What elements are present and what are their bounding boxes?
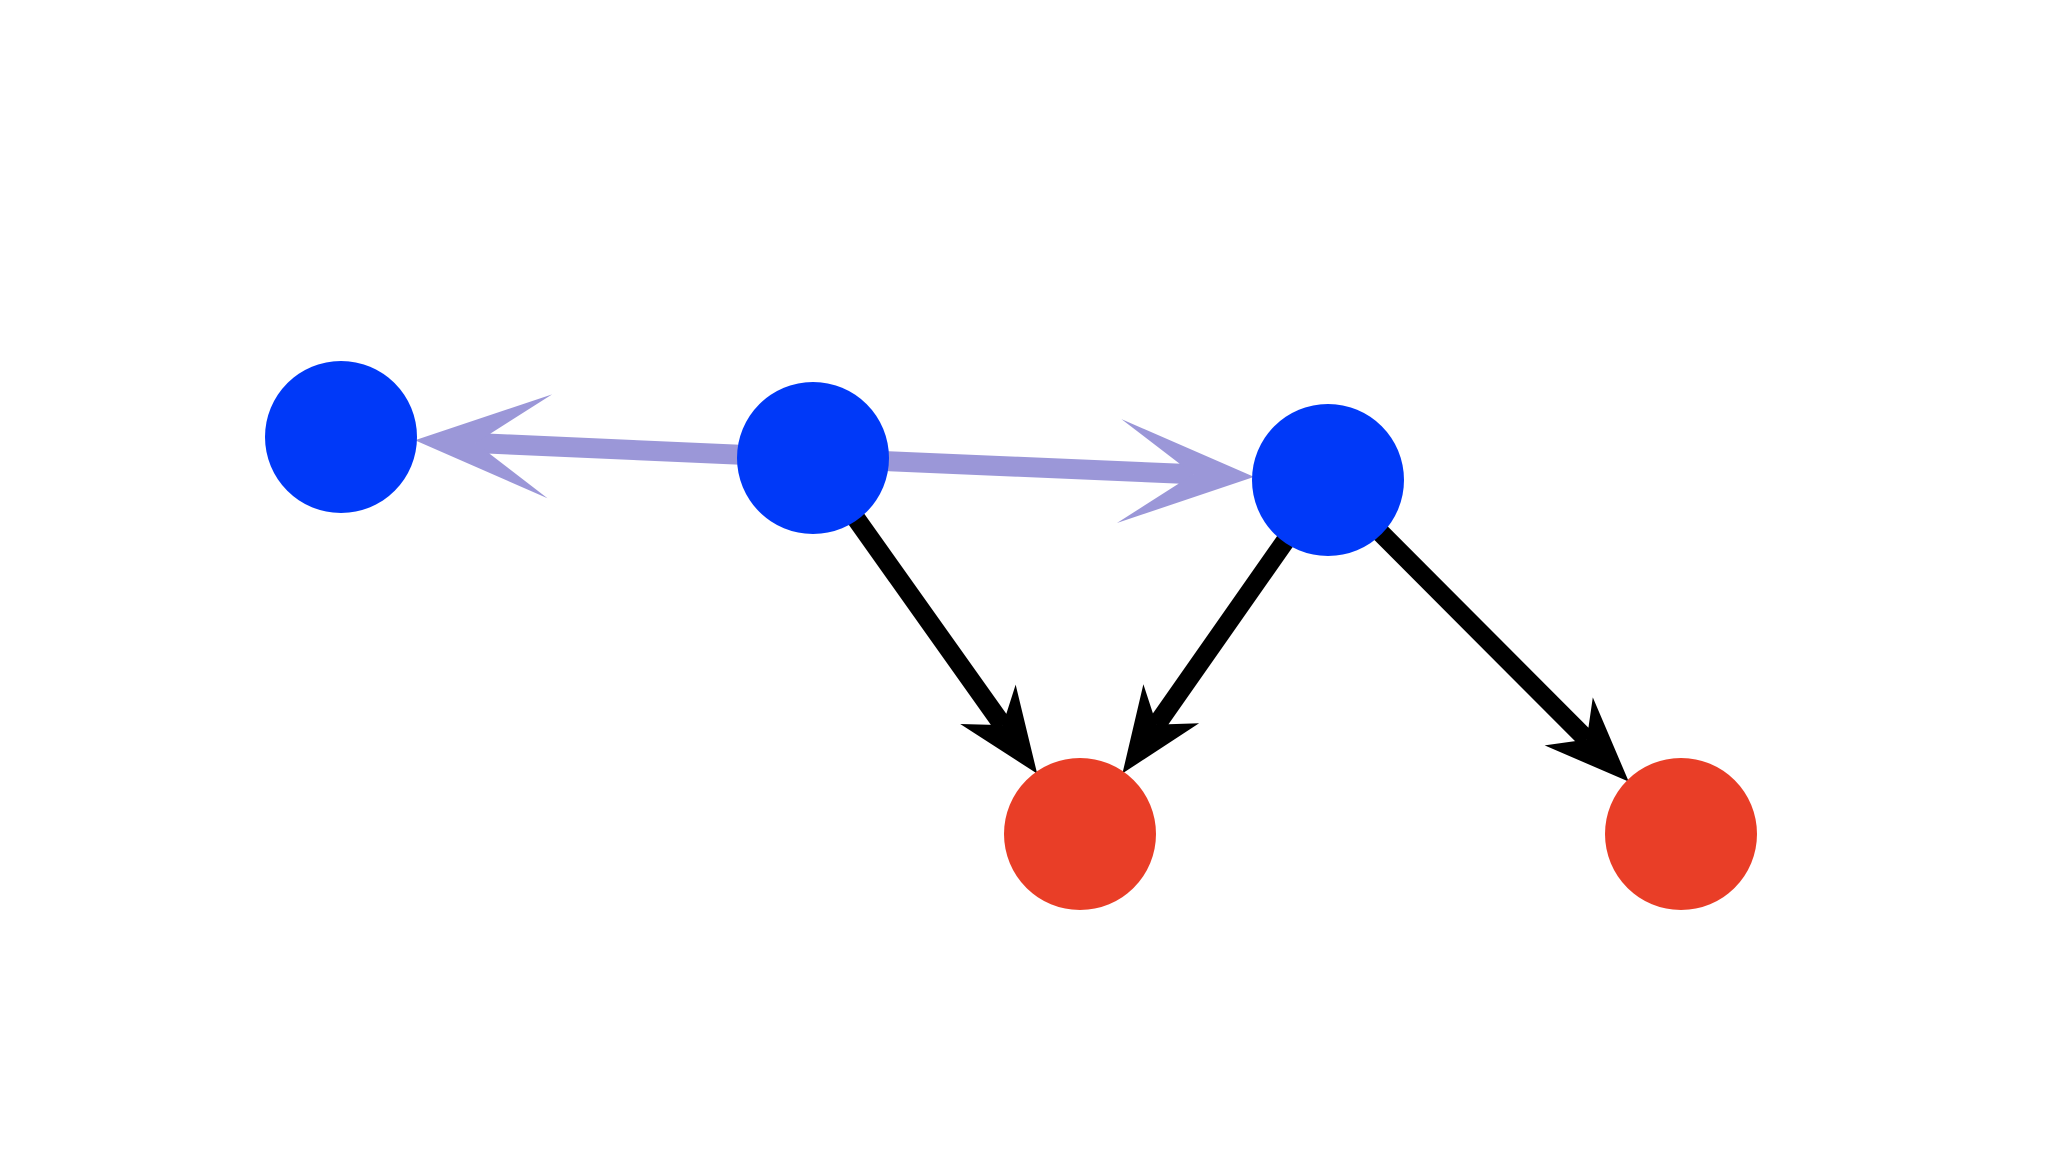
arrowhead-icon [960, 684, 1038, 774]
arrowhead-icon [1122, 684, 1200, 774]
arrowhead-icon [414, 394, 553, 499]
node-red-left [1004, 758, 1156, 910]
arrowhead-icon [1116, 419, 1255, 524]
node-blue-middle [737, 382, 889, 534]
arrowhead-icon [1544, 697, 1629, 782]
node-blue-left [265, 361, 417, 513]
edges-layer [414, 394, 1629, 782]
nodes-layer [265, 361, 1757, 910]
node-blue-right [1252, 404, 1404, 556]
node-red-right [1605, 758, 1757, 910]
